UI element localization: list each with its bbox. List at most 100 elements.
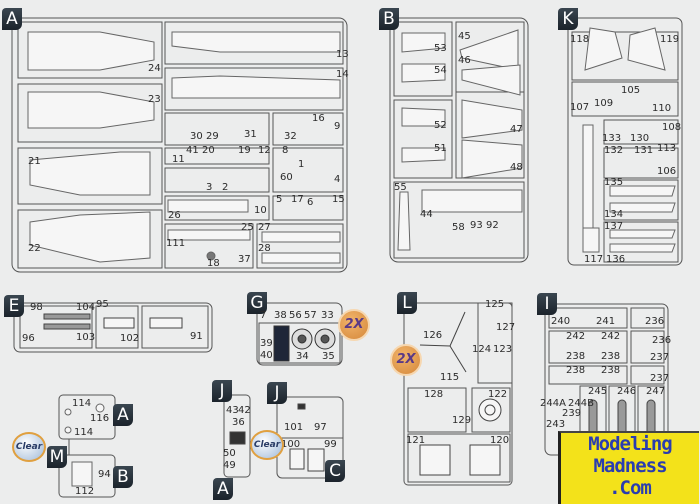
part-number: 96 [22,333,35,344]
part-number: 239 [562,408,582,419]
sprue-badge-l: L [397,292,417,314]
part-number: 12 [258,145,271,156]
watermark-line: Madness [593,455,667,477]
part-number: 104 [76,302,96,313]
sprue-badge-b-lower: B [113,466,133,488]
part-number: 34 [296,351,309,362]
part-number: 35 [322,351,335,362]
part-number: 47 [510,124,523,135]
part-number: 11 [172,154,185,165]
part-number: 113 [657,143,677,154]
part-number: 125 [485,299,505,310]
watermark: Modeling Madness .Com [558,431,699,504]
part-number: 95 [96,299,109,310]
part-number: 58 [452,222,465,233]
sprue-l-parts [419,311,502,476]
part-number: 244B [568,398,594,409]
part-number: 1 [298,159,305,170]
sprue-b-frame [389,17,529,263]
sprue-badge-g: G [247,292,267,314]
sprue-k-parts [582,27,676,253]
watermark-line: .Com [609,477,652,499]
part-number: 28 [258,243,271,254]
part-number: 130 [630,133,650,144]
part-number: 135 [604,177,624,188]
part-number: 136 [606,254,626,265]
part-number: 20 [202,145,215,156]
part-number: 91 [190,331,203,342]
part-number: 21 [28,156,41,167]
part-number: 238 [601,365,621,376]
part-number: 137 [604,221,624,232]
scale-2x-badge-l: 2X [390,344,422,376]
part-number: 117 [584,254,604,265]
part-number: 43 [226,405,239,416]
sprue-a-parts [27,31,341,264]
part-number: 33 [321,310,334,321]
part-number: 44 [420,209,433,220]
part-number: 14 [336,69,349,80]
part-number: 18 [207,258,220,269]
part-number: 27 [258,222,271,233]
part-number: 237 [650,352,670,363]
part-number: 25 [241,222,254,233]
part-number: 4 [334,174,341,185]
part-number: 7 [260,310,267,321]
part-number: 54 [434,65,447,76]
sprue-badge-a-clear: A [213,478,233,500]
part-number: 57 [304,310,317,321]
sprue-a-frame [11,17,348,273]
part-number: 129 [452,415,472,426]
part-number: 120 [490,435,510,446]
part-number: 238 [566,351,586,362]
part-number: 51 [434,143,447,154]
part-number: 24 [148,63,161,74]
part-number: 112 [75,486,95,497]
part-number: 105 [621,85,641,96]
part-number: 100 [281,439,301,450]
part-number: 124 [472,344,492,355]
part-number: 45 [458,31,471,42]
sprue-i-parts [588,399,656,441]
part-number: 102 [120,333,140,344]
part-number: 134 [604,209,624,220]
sprue-badge-b: B [379,8,399,30]
part-number: 114 [72,398,92,409]
part-number: 60 [280,172,293,183]
part-number: 6 [307,197,314,208]
part-number: 15 [332,194,345,205]
part-number: 23 [148,94,161,105]
part-number: 40 [260,350,273,361]
part-number: 133 [602,133,622,144]
part-number: 32 [284,131,297,142]
sprue-badge-j: J [212,380,232,402]
part-number: 247 [646,386,666,397]
sprue-badge-a-upper: A [113,404,133,426]
sprue-j-parts [229,403,325,472]
part-number: 121 [406,435,426,446]
part-number: 41 [186,145,199,156]
part-number: 238 [601,351,621,362]
part-number: 109 [594,98,614,109]
clear-marker-m: Clear [12,432,46,462]
part-number: 29 [206,131,219,142]
part-number: 242 [566,331,586,342]
part-number: 53 [434,43,447,54]
part-number: 115 [440,372,460,383]
part-number: 238 [566,365,586,376]
part-number: 30 [190,131,203,142]
part-number: 116 [90,413,110,424]
part-number: 114 [74,427,94,438]
part-number: 16 [312,113,325,124]
part-number: 126 [423,330,443,341]
part-number: 111 [166,238,186,249]
part-number: 108 [662,122,682,133]
part-number: 118 [570,34,590,45]
sprue-badge-m: M [47,446,67,468]
part-number: 10 [254,205,267,216]
sprue-m-parts [64,403,105,487]
part-number: 94 [98,469,111,480]
part-number: 46 [458,55,471,66]
scale-2x-badge-g: 2X [338,309,370,341]
